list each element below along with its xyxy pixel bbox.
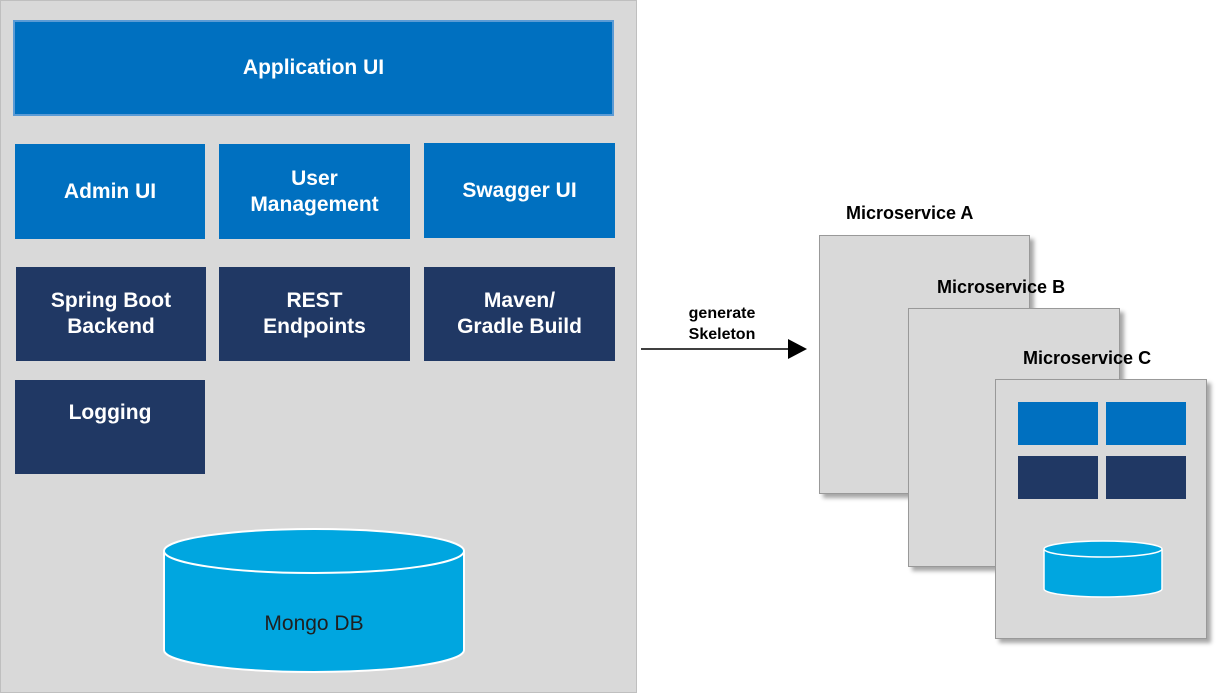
maven-gradle-build-label: Maven/ Gradle Build [457,289,582,338]
rest-endpoints-box: REST Endpoints [219,267,410,361]
mini-block [1106,456,1186,499]
logging-label: Logging [68,401,152,424]
microservice-a-title: Microservice A [846,203,974,223]
microservice-c-title: Microservice C [1023,348,1152,368]
mini-block [1106,402,1186,445]
user-management-box: User Management [219,144,410,239]
spring-boot-backend-label: Spring Boot Backend [50,289,172,338]
mini-db-cylinder [1043,540,1163,598]
swagger-ui-label: Swagger UI [462,178,577,202]
generate-skeleton-label: generate Skeleton [688,305,756,343]
mini-block [1018,456,1098,499]
swagger-ui-box: Swagger UI [424,143,615,238]
application-ui-label: Application UI [242,56,385,79]
logging-box: Logging [15,380,205,474]
mongo-db-cylinder [163,528,465,673]
rest-endpoints-label: REST Endpoints [263,289,366,338]
admin-ui-label: Admin UI [63,179,157,203]
spring-boot-backend-box: Spring Boot Backend [16,267,206,361]
mini-block [1018,402,1098,445]
maven-gradle-build-box: Maven/ Gradle Build [424,267,615,361]
generate-arrow [641,339,807,359]
microservice-b-title: Microservice B [937,277,1066,297]
admin-ui-box: Admin UI [15,144,205,239]
application-ui-box: Application UI [13,20,614,116]
mongo-db-label: Mongo DB [264,612,363,635]
user-management-label: User Management [250,166,379,216]
